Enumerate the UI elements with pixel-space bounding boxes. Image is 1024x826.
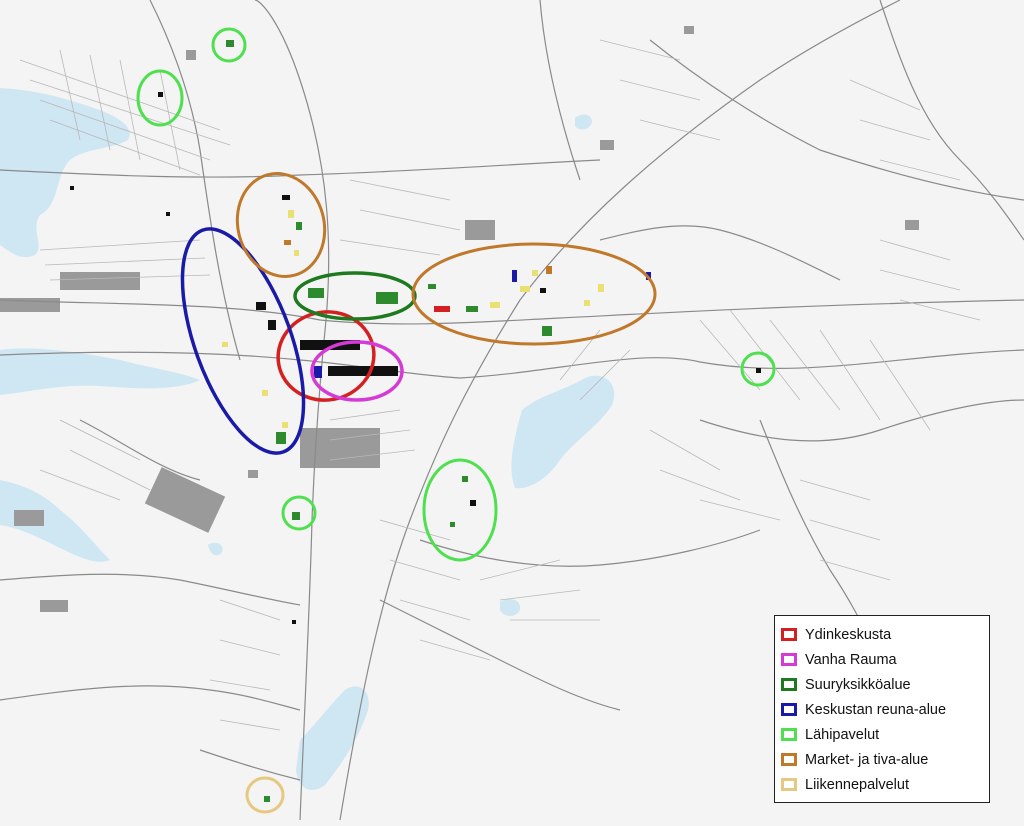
bay-northwest — [0, 88, 130, 258]
legend-label: Ydinkeskusta — [805, 626, 892, 643]
legend-swatch — [781, 778, 797, 791]
zone-vanha-rauma — [310, 340, 404, 402]
legend-item: Suuryksikköalue — [781, 672, 983, 697]
legend-swatch — [781, 653, 797, 666]
pond-southwest — [208, 542, 223, 556]
zone-lahipavelut-3 — [740, 351, 776, 387]
legend-label: Vanha Rauma — [805, 651, 897, 668]
legend-swatch — [781, 628, 797, 641]
zone-lahipavelut-1 — [211, 27, 247, 63]
legend-label: Market- ja tiva-alue — [805, 751, 929, 768]
zone-market-ja-tiva-alue-east — [411, 242, 657, 346]
legend-item: Vanha Rauma — [781, 647, 983, 672]
legend-item: Liikennepalvelut — [781, 772, 983, 797]
zone-liikennepalvelut — [245, 776, 285, 814]
legend-label: Suuryksikköalue — [805, 676, 911, 693]
zone-market-ja-tiva-alue-north — [235, 172, 327, 278]
legend-label: Keskustan reuna-alue — [805, 701, 947, 718]
zone-lahipavelut-4 — [281, 495, 317, 531]
pond-south — [296, 686, 369, 790]
legend-item: Ydinkeskusta — [781, 622, 983, 647]
pond-north — [575, 114, 592, 130]
water-bodies — [0, 88, 615, 790]
legend-item: Keskustan reuna-alue — [781, 697, 983, 722]
bay-southwest — [0, 480, 110, 562]
zone-lahipavelut-2 — [136, 69, 184, 127]
zone-outlines — [136, 27, 776, 814]
legend-swatch — [781, 703, 797, 716]
lake-east — [511, 375, 615, 489]
zone-lahipavelut-5 — [422, 458, 498, 562]
legend-swatch — [781, 753, 797, 766]
legend-label: Liikennepalvelut — [805, 776, 909, 793]
zone-keskustan-reuna-alue — [180, 227, 306, 455]
service-buildings — [70, 40, 761, 802]
legend-swatch — [781, 678, 797, 691]
building-blocks — [0, 26, 919, 612]
pond-southeast — [500, 599, 521, 616]
bay-west — [0, 348, 200, 395]
legend-item: Lähipavelut — [781, 722, 983, 747]
zone-suuryksikkoalue — [293, 271, 417, 321]
legend-swatch — [781, 728, 797, 741]
legend-label: Lähipavelut — [805, 726, 880, 743]
legend-item: Market- ja tiva-alue — [781, 747, 983, 772]
